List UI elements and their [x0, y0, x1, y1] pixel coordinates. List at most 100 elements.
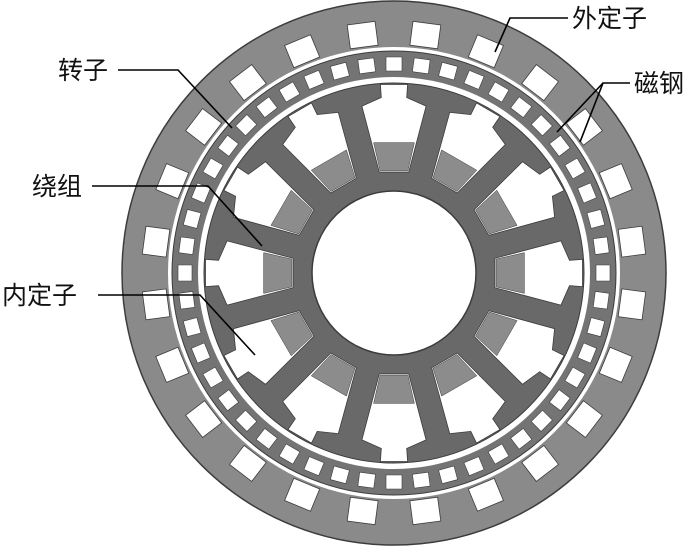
outer-stator-slot — [409, 20, 442, 50]
outer-stator-slot — [185, 400, 223, 439]
rotor-slot — [592, 291, 610, 310]
outer-stator-slot — [467, 34, 504, 69]
rotor-slot — [438, 61, 458, 81]
winding-coil — [310, 149, 356, 192]
winding-coil — [432, 354, 478, 397]
outer-stator-slot — [409, 496, 442, 526]
winding-coil — [263, 252, 293, 294]
rotor-slot — [487, 443, 510, 465]
outer-stator-leader — [494, 17, 568, 53]
magnet-leader-b — [579, 82, 604, 143]
rotor-slot — [303, 456, 325, 476]
outer-stator-slots — [141, 20, 647, 526]
outer-stator-slot — [617, 288, 647, 321]
shaft-hole — [311, 190, 477, 356]
rotor-slot — [586, 317, 606, 337]
rotor-slot — [191, 342, 211, 364]
rotor-slot — [303, 70, 325, 90]
outer-stator-slot — [228, 444, 267, 482]
rotor-slot — [217, 389, 240, 412]
rotor-slot — [357, 471, 376, 489]
rotor-slot — [510, 427, 533, 450]
label-winding: 绕组 — [32, 172, 82, 201]
outer-stator-slot — [565, 400, 603, 439]
winding-coil — [270, 189, 313, 235]
winding-coil — [495, 252, 525, 294]
rotor-slot — [182, 209, 202, 229]
rotor-slot — [235, 409, 258, 432]
winding-coil — [310, 354, 356, 397]
rotor-slot — [412, 471, 431, 489]
rotor-slot — [202, 157, 224, 180]
rotor-slot — [178, 291, 196, 310]
rotor-slot — [548, 134, 571, 157]
winding-coil — [432, 149, 478, 192]
outer-stator-slot — [521, 64, 560, 102]
rotor-slot — [278, 81, 301, 103]
outer-stator-slot — [467, 477, 504, 512]
callouts: 外定子 转子 磁钢 绕组 内定子 — [2, 4, 684, 356]
outer-stator-slot — [521, 444, 560, 482]
rotor-slot — [177, 264, 193, 282]
rotor-slot — [586, 209, 606, 229]
rotor-leader — [118, 69, 233, 129]
winding-coil — [373, 142, 415, 172]
outer-stator-slot — [141, 288, 171, 321]
rotor-slot — [330, 465, 350, 485]
outer-stator-slot — [617, 225, 647, 258]
outer-stator-slot — [284, 34, 321, 69]
rotor-slot — [595, 264, 611, 282]
rotor-slot — [235, 114, 258, 137]
outer-stator-slot — [185, 107, 223, 146]
rotor-slot — [463, 456, 485, 476]
rotor-slot — [438, 465, 458, 485]
rotor-slot — [357, 57, 376, 75]
rotor-slot — [278, 443, 301, 465]
rotor-slot — [182, 317, 202, 337]
rotor-slot — [463, 70, 485, 90]
rotor-slot — [548, 389, 571, 412]
outer-stator-slot — [346, 496, 379, 526]
outer-stator-slot — [155, 346, 190, 383]
label-inner-stator: 内定子 — [2, 281, 77, 310]
rotor-slot — [178, 236, 196, 255]
winding-coil — [270, 311, 313, 357]
label-magnet: 磁钢 — [634, 69, 684, 98]
rotor-slot — [577, 342, 597, 364]
outer-stator-slot — [598, 163, 633, 200]
rotor-slot — [577, 182, 597, 204]
rotor-slot — [191, 182, 211, 204]
rotor-slot — [255, 96, 278, 119]
rotor-slot — [564, 157, 586, 180]
winding-coil — [475, 189, 518, 235]
winding-coil — [373, 374, 415, 404]
outer-stator-slot — [598, 346, 633, 383]
rotor-slot — [202, 366, 224, 389]
winding-coil — [475, 311, 518, 357]
inner-stator-leader — [98, 294, 256, 356]
outer-stator-slot — [565, 107, 603, 146]
label-outer-stator: 外定子 — [572, 4, 647, 33]
outer-stator-slot — [346, 20, 379, 50]
rotor-slot — [330, 61, 350, 81]
rotor-slot — [217, 134, 240, 157]
outer-stator-slot — [155, 163, 190, 200]
rotor-slot — [385, 474, 403, 490]
rotor-slot — [510, 96, 533, 119]
rotor-slot — [530, 114, 553, 137]
rotor-slots — [177, 56, 611, 490]
motor-drawing — [121, 0, 667, 546]
rotor-slot — [530, 409, 553, 432]
rotor-slot — [412, 57, 431, 75]
outer-stator-slot — [141, 225, 171, 258]
inner-stator-slots — [205, 84, 583, 462]
outer-stator-slot — [228, 64, 267, 102]
rotor-slot — [487, 81, 510, 103]
winding-leader — [92, 185, 263, 247]
label-rotor: 转子 — [58, 56, 108, 85]
rotor-slot — [255, 427, 278, 450]
outer-stator-slot — [284, 477, 321, 512]
rotor-slot — [385, 56, 403, 72]
rotor-slot — [564, 366, 586, 389]
